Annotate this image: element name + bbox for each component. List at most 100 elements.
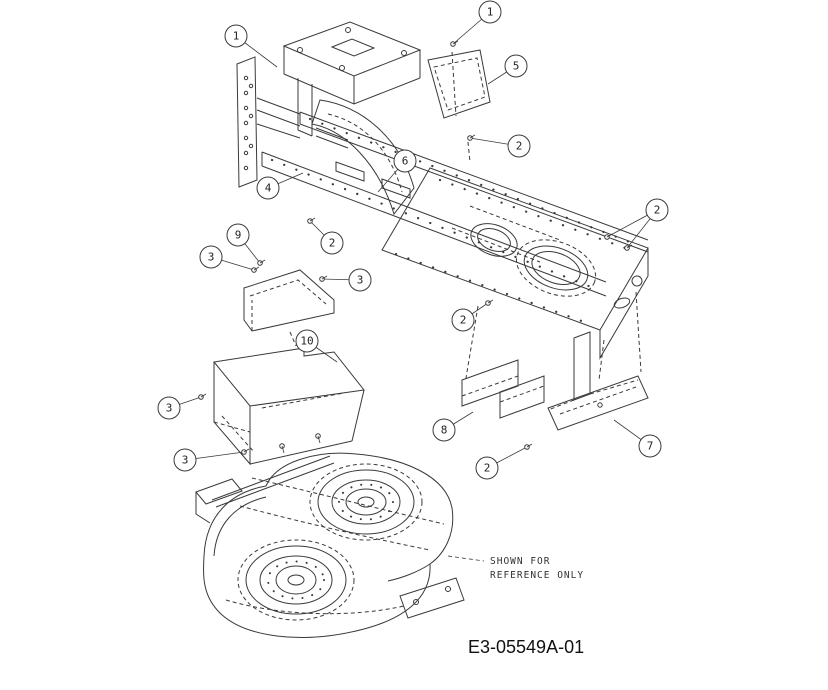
callout-number: 1 xyxy=(233,30,240,43)
opening-small xyxy=(470,223,518,257)
plate-hole xyxy=(243,105,249,111)
bolt-hole xyxy=(339,65,345,71)
plate-hole xyxy=(243,135,249,141)
screw-fastener-stem xyxy=(526,443,533,448)
screw-fastener-stem xyxy=(309,217,316,222)
plate-hole xyxy=(248,83,254,89)
callout-number: 9 xyxy=(235,229,242,242)
callout-number: 4 xyxy=(265,182,272,195)
deck-inner-wall xyxy=(387,563,431,582)
bracket-hidden xyxy=(547,379,639,415)
callout-balloon-9 xyxy=(226,223,250,247)
callout-balloon-10 xyxy=(295,329,319,353)
deck-hanger-bracket-left xyxy=(195,478,243,524)
fender-outline xyxy=(311,99,415,216)
bracket-hole xyxy=(445,586,451,592)
callout-number: 6 xyxy=(402,155,409,168)
screw-fastener-stem xyxy=(259,259,266,264)
callout-balloon-3 xyxy=(348,268,372,292)
reference-note: SHOWN FOR REFERENCE ONLY xyxy=(447,555,584,581)
screw-fastener-stem xyxy=(321,275,328,280)
plate-hole xyxy=(243,150,249,156)
callout-balloon-6 xyxy=(393,149,417,173)
callout-number: 2 xyxy=(484,462,491,475)
panel-outline xyxy=(427,49,491,119)
bolt-hole xyxy=(297,47,303,53)
screw-fastener-stem xyxy=(626,244,633,249)
bracket-hole xyxy=(413,599,419,605)
cover-bottom-edges xyxy=(249,389,365,465)
callout-number: 7 xyxy=(647,440,654,453)
spindle-shaft-hole xyxy=(287,574,305,586)
spindle-hidden-circle xyxy=(309,463,423,541)
part-number: E3-05549A-01 xyxy=(468,637,584,657)
plate-to-rail-members xyxy=(256,97,301,139)
deck-shell-outline xyxy=(203,452,454,638)
bolt-hole xyxy=(345,27,351,33)
plate-hole xyxy=(248,113,254,119)
deck-inner-wall xyxy=(213,496,267,557)
callout-number: 8 xyxy=(441,424,448,437)
cover-hidden xyxy=(213,392,345,453)
bracket-tab xyxy=(573,331,591,401)
callout-balloon-1 xyxy=(478,0,502,24)
cover-10 xyxy=(213,347,365,466)
spindle-ring xyxy=(259,555,333,605)
cover-top-face xyxy=(213,347,365,407)
bracket-strip-a xyxy=(461,359,519,407)
callout-balloon-2 xyxy=(320,231,344,255)
frame-rails xyxy=(261,111,649,297)
frame-tower-assembly xyxy=(236,21,422,188)
projection-line xyxy=(465,305,479,379)
callout-number: 2 xyxy=(516,140,523,153)
mower-deck xyxy=(195,452,465,638)
callout-number: 3 xyxy=(166,402,173,415)
bolt-hole xyxy=(401,50,407,56)
spindle-hidden-circle xyxy=(237,539,355,621)
callout-balloon-2 xyxy=(475,456,499,480)
spindle-bolt-ring xyxy=(267,560,325,600)
bracket-hole xyxy=(597,402,603,408)
bracket-9 xyxy=(243,269,335,332)
bracket-7 xyxy=(547,331,649,431)
screw-fastener-stem xyxy=(487,299,494,304)
spindle-ring xyxy=(331,479,401,525)
projection-line xyxy=(635,291,642,373)
callout-balloon-4 xyxy=(256,176,280,200)
rear-round-hole xyxy=(631,275,643,287)
callout-number: 10 xyxy=(300,335,313,348)
projection-lines xyxy=(289,51,642,381)
opening-large xyxy=(523,245,589,291)
front-left-plate xyxy=(236,56,258,188)
projection-line xyxy=(451,51,457,117)
screw-fastener-stem xyxy=(452,40,459,45)
callout-number: 5 xyxy=(513,60,520,73)
note-leader-line xyxy=(447,555,485,562)
spindle-hub xyxy=(345,488,387,516)
spindle-hub xyxy=(275,565,317,595)
plate-hole xyxy=(243,120,249,126)
rear-face xyxy=(599,248,649,360)
projection-line xyxy=(289,331,297,347)
reference-note-line2: REFERENCE ONLY xyxy=(490,570,584,581)
callout-number: 3 xyxy=(208,251,215,264)
callout-number: 2 xyxy=(329,237,336,250)
fender-hidden-curve xyxy=(327,113,403,193)
projection-line xyxy=(467,141,471,163)
screw-fastener-stem xyxy=(200,393,207,398)
callout-balloon-2 xyxy=(507,134,531,158)
deck-bracket-right xyxy=(399,577,465,619)
cover-left-face xyxy=(213,362,251,466)
callout-balloon-3 xyxy=(173,448,197,472)
opening-small-inner xyxy=(477,228,511,252)
bracket-8 xyxy=(461,359,545,419)
callout-balloon-2 xyxy=(645,198,669,222)
screw-fastener-stem xyxy=(469,134,476,139)
callout-number: 3 xyxy=(182,454,189,467)
panel-hidden-edge xyxy=(433,57,486,111)
upper-rail xyxy=(299,111,649,253)
spindle-shaft-hole xyxy=(357,496,375,508)
